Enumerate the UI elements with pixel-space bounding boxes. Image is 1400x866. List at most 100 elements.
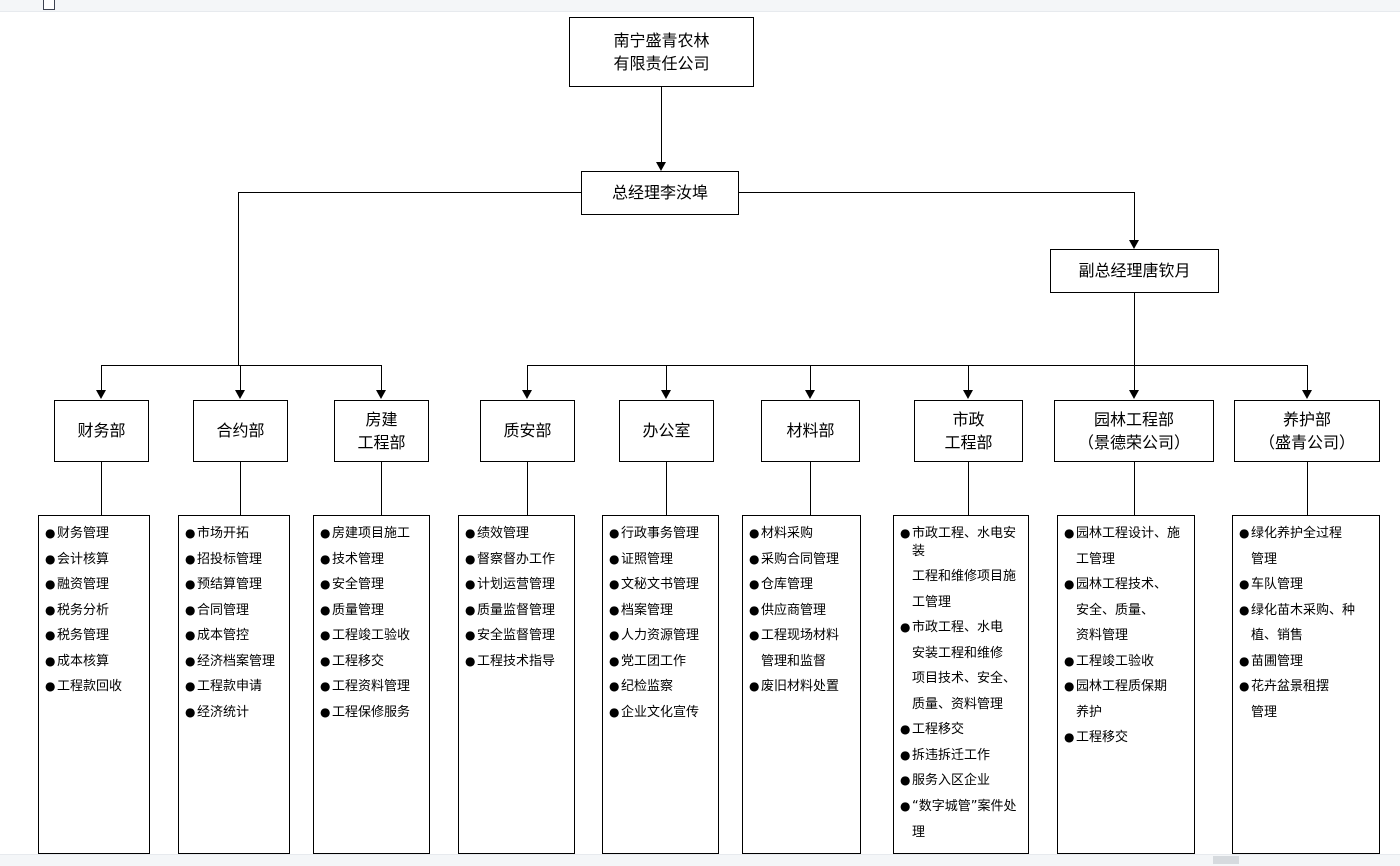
duty-label: 工程款申请	[197, 679, 263, 695]
duty-label: 质量管理	[332, 602, 385, 618]
duty-item: ●绩效管理	[465, 525, 568, 543]
department-box-shizheng-gongchengbu[interactable]: 市政 工程部	[914, 400, 1023, 462]
duty-label: 园林工程质保期	[1076, 679, 1168, 695]
duty-label: 车队管理	[1251, 577, 1304, 593]
duty-item: ●工程竣工验收	[1064, 653, 1188, 671]
duty-item: ●市政工程、水电安装	[900, 525, 1022, 560]
duty-item-continuation: 养护	[1064, 704, 1188, 722]
duty-item-continuation: 资料管理	[1064, 627, 1188, 645]
bullet-icon: ●	[45, 602, 56, 617]
duty-label: 绩效管理	[477, 526, 530, 541]
duty-item: ●文秘文书管理	[609, 576, 712, 594]
duty-label-continuation: 管理和监督	[761, 653, 827, 669]
duty-label-continuation: 资料管理	[1076, 628, 1129, 644]
bullet-icon: ●	[1064, 679, 1075, 694]
bullet-icon: ●	[320, 679, 331, 694]
department-box-zhianbu[interactable]: 质安部	[480, 400, 575, 462]
department-name-line-1: 园林工程部	[1093, 409, 1174, 429]
duty-item: ●工程款申请	[185, 678, 283, 696]
duty-label: 工程保修服务	[332, 704, 411, 720]
duty-item: ●拆违拆迁工作	[900, 747, 1022, 765]
department-box-caiwubu[interactable]: 财务部	[54, 400, 149, 462]
department-box-cailiaobu[interactable]: 材料部	[761, 400, 860, 462]
duty-item: ●“数字城管”案件处	[900, 798, 1022, 816]
duty-item: ●工程技术指导	[465, 653, 568, 671]
bullet-icon: ●	[900, 722, 911, 737]
duty-list-caiwubu[interactable]: ●财务管理●会计核算●融资管理●税务分析●税务管理●成本核算●工程款回收	[38, 515, 150, 854]
duty-list-cailiaobu[interactable]: ●材料采购●采购合同管理●仓库管理●供应商管理●工程现场材料管理和监督●废旧材料…	[742, 515, 861, 854]
bullet-icon: ●	[749, 628, 760, 643]
duty-item-continuation: 管理和监督	[749, 653, 854, 671]
duty-label: 安全监督管理	[477, 628, 556, 644]
arrowhead-dept-7	[963, 390, 973, 399]
general-manager-box[interactable]: 总经理李汝埠	[581, 171, 739, 215]
department-name-line-2: （景德荣公司）	[1077, 433, 1190, 452]
duty-item: ●纪检监察	[609, 678, 712, 696]
department-box-heyuebu[interactable]: 合约部	[193, 400, 288, 462]
arrowhead-deputy	[1129, 240, 1139, 249]
duty-label: 园林工程技术、	[1076, 577, 1168, 593]
tab-marker-icon[interactable]	[43, 0, 55, 10]
bullet-icon: ●	[45, 628, 56, 643]
department-box-yanghubu[interactable]: 养护部 （盛青公司）	[1234, 400, 1380, 462]
bullet-icon: ●	[185, 577, 196, 592]
duty-label: 废旧材料处置	[761, 679, 840, 695]
duty-item: ●财务管理	[45, 525, 143, 543]
bullet-icon: ●	[45, 526, 56, 540]
bullet-icon: ●	[465, 653, 476, 668]
duty-label: 纪检监察	[621, 679, 674, 695]
duty-list-fangjian[interactable]: ●房建项目施工●技术管理●安全管理●质量管理●工程竣工验收●工程移交●工程资料管…	[313, 515, 430, 854]
duty-item: ●会计核算	[45, 551, 143, 569]
bullet-icon: ●	[465, 602, 476, 617]
department-name-line-1: 养护部	[1282, 409, 1331, 429]
department-box-bangongshi[interactable]: 办公室	[619, 400, 714, 462]
duty-item-continuation: 质量、资料管理	[900, 696, 1022, 714]
department-box-yuanlin-gongchengbu[interactable]: 园林工程部 （景德荣公司）	[1054, 400, 1214, 462]
duty-label-continuation: 植、销售	[1251, 628, 1304, 644]
duty-item: ●工程款回收	[45, 678, 143, 696]
duty-item: ●证照管理	[609, 551, 712, 569]
drop-dept-8	[1134, 365, 1135, 390]
duty-item: ●税务分析	[45, 602, 143, 620]
duty-label: 行政事务管理	[621, 526, 700, 541]
duty-item: ●安全管理	[320, 576, 423, 594]
company-root-box[interactable]: 南宁盛青农林 有限责任公司	[569, 17, 754, 87]
duty-label: 企业文化宣传	[621, 704, 700, 720]
department-name-line-1: 质安部	[503, 421, 552, 441]
duty-label: 人力资源管理	[621, 628, 700, 644]
bullet-icon: ●	[45, 551, 56, 566]
bullet-icon: ●	[185, 679, 196, 694]
duty-item: ●车队管理	[1239, 576, 1373, 594]
bullet-icon: ●	[609, 551, 620, 566]
drop-dept-7	[968, 365, 969, 390]
duty-item: ●废旧材料处置	[749, 678, 854, 696]
bullet-icon: ●	[900, 773, 911, 788]
department-name-line-1: 房建	[365, 409, 398, 429]
duty-list-bangongshi[interactable]: ●行政事务管理●证照管理●文秘文书管理●档案管理●人力资源管理●党工团工作●纪检…	[602, 515, 719, 854]
duty-item: ●工程移交	[1064, 729, 1188, 747]
bullet-icon: ●	[45, 653, 56, 668]
duty-label-continuation: 项目技术、安全、	[912, 671, 1017, 687]
duty-list-yanghubu[interactable]: ●绿化养护全过程管理●车队管理●绿化苗木采购、种植、销售●苗圃管理●花卉盆景租摆…	[1232, 515, 1380, 854]
duty-label: 市政工程、水电安装	[912, 526, 1017, 559]
duty-item: ●成本管控	[185, 627, 283, 645]
duty-list-yuanlin[interactable]: ●园林工程设计、施工管理●园林工程技术、安全、质量、资料管理●工程竣工验收●园林…	[1057, 515, 1195, 854]
bullet-icon: ●	[185, 602, 196, 617]
window-bottom-strip	[0, 854, 1400, 866]
duty-item: ●质量监督管理	[465, 602, 568, 620]
duty-list-shizheng[interactable]: ●市政工程、水电安装工程和维修项目施工管理●市政工程、水电安装工程和维修项目技术…	[893, 515, 1029, 854]
bullet-icon: ●	[465, 628, 476, 643]
bullet-icon: ●	[1064, 653, 1075, 668]
connector-root-to-gm	[661, 87, 662, 162]
duty-label: 园林工程设计、施	[1076, 526, 1181, 541]
bullet-icon: ●	[749, 551, 760, 566]
duty-list-zhianbu[interactable]: ●绩效管理●督察督办工作●计划运营管理●质量监督管理●安全监督管理●工程技术指导	[458, 515, 575, 854]
deputy-manager-box[interactable]: 副总经理唐钦月	[1050, 249, 1219, 293]
duty-list-heyuebu[interactable]: ●市场开拓●招投标管理●预结算管理●合同管理●成本管控●经济档案管理●工程款申请…	[178, 515, 290, 854]
duty-item: ●市政工程、水电	[900, 619, 1022, 637]
department-box-fangjian-gongchengbu[interactable]: 房建 工程部	[334, 400, 429, 462]
duty-item-continuation: 工程和维修项目施	[900, 568, 1022, 586]
bullet-icon: ●	[609, 602, 620, 617]
duty-item: ●工程现场材料	[749, 627, 854, 645]
bullet-icon: ●	[185, 628, 196, 643]
